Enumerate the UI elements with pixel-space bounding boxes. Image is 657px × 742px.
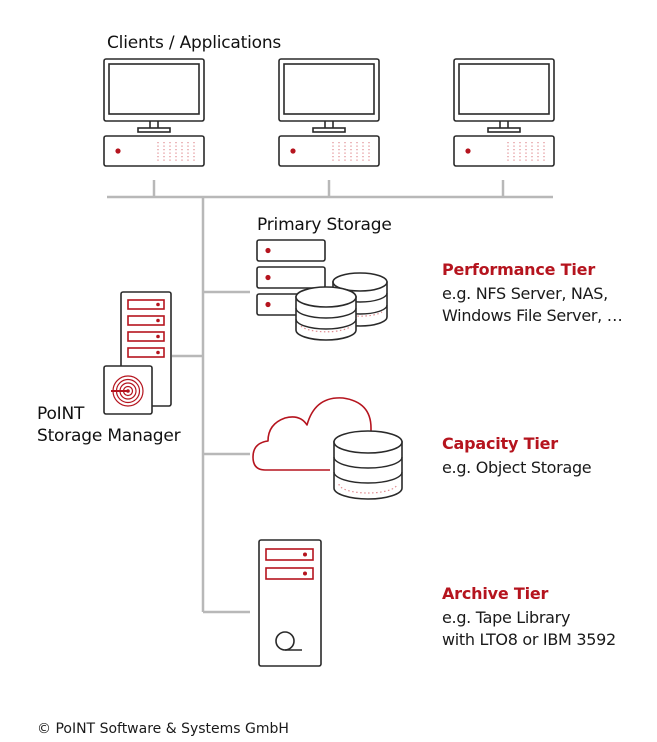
point-logo-icon (111, 375, 144, 407)
client-workstation-1 (103, 58, 205, 167)
capacity-tier-desc-line1: e.g. Object Storage (442, 458, 592, 477)
archive-tier-desc-line1: e.g. Tape Library (442, 608, 571, 627)
tape-reel-icon (275, 631, 302, 651)
object-storage-disk-icon (333, 430, 403, 500)
monitor-icon (453, 58, 555, 133)
desktop-unit-icon (453, 135, 555, 167)
primary-storage-disk-icon-front (295, 286, 357, 341)
storage-manager-label-line1: PoINT (37, 404, 85, 424)
archive-tier-title: Archive Tier (442, 584, 549, 603)
storage-manager-label-line2: Storage Manager (37, 426, 181, 446)
performance-tier-title: Performance Tier (442, 260, 596, 279)
client-workstation-2 (278, 58, 380, 167)
monitor-icon (103, 58, 205, 133)
clients-applications-label: Clients / Applications (107, 33, 282, 53)
tape-library-icon (258, 539, 322, 667)
archive-tier-desc-line2: with LTO8 or IBM 3592 (442, 630, 616, 649)
copyright-footer: © PoINT Software & Systems GmbH (37, 721, 289, 737)
storage-manager-icon (103, 291, 172, 415)
cloud-icon (252, 397, 372, 471)
monitor-icon (278, 58, 380, 133)
performance-tier-desc-line1: e.g. NFS Server, NAS, (442, 284, 608, 303)
capacity-tier-title: Capacity Tier (442, 434, 558, 453)
client-workstation-3 (453, 58, 555, 167)
desktop-unit-icon (278, 135, 380, 167)
performance-tier-desc-line2: Windows File Server, … (442, 306, 623, 325)
network-connectors (107, 180, 553, 614)
primary-storage-label: Primary Storage (257, 215, 392, 235)
desktop-unit-icon (103, 135, 205, 167)
